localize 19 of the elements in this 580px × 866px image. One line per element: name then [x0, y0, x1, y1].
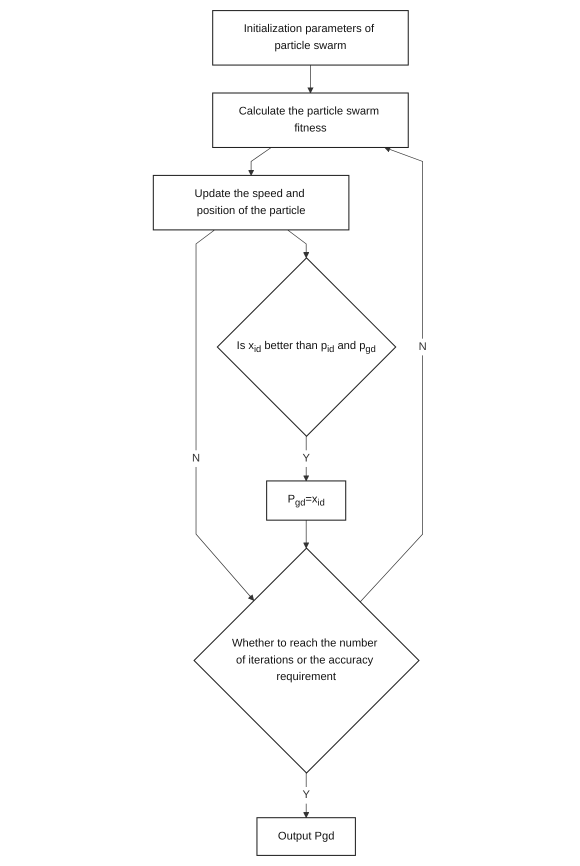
edge-label: Y	[302, 789, 310, 801]
node-diamond: Whether to reach the number of iterations or the accuracy requirement	[193, 547, 420, 774]
node-box: P$_{gd}$=x$_{id}$	[266, 480, 346, 521]
edge-label: Y	[302, 452, 310, 464]
node-diamond: Is x$_{id}$ better than p$_{id}$ and p$_{gd}$	[216, 257, 396, 437]
arrow	[360, 146, 423, 602]
arrow	[248, 147, 272, 176]
node-box: Output Pgd	[256, 817, 356, 856]
edge-label: N	[192, 452, 200, 464]
node-box: Initialization parameters of particle swarm	[212, 10, 409, 66]
arrow	[307, 64, 314, 94]
node-box: Calculate the particle swarm fitness	[212, 92, 409, 148]
arrow	[287, 230, 310, 258]
arrow	[303, 520, 310, 548]
arrow	[303, 772, 310, 818]
arrow	[303, 436, 310, 482]
arrow	[196, 230, 254, 601]
node-box: Update the speed and position of the particle	[152, 174, 350, 230]
edge-label: N	[418, 340, 427, 353]
